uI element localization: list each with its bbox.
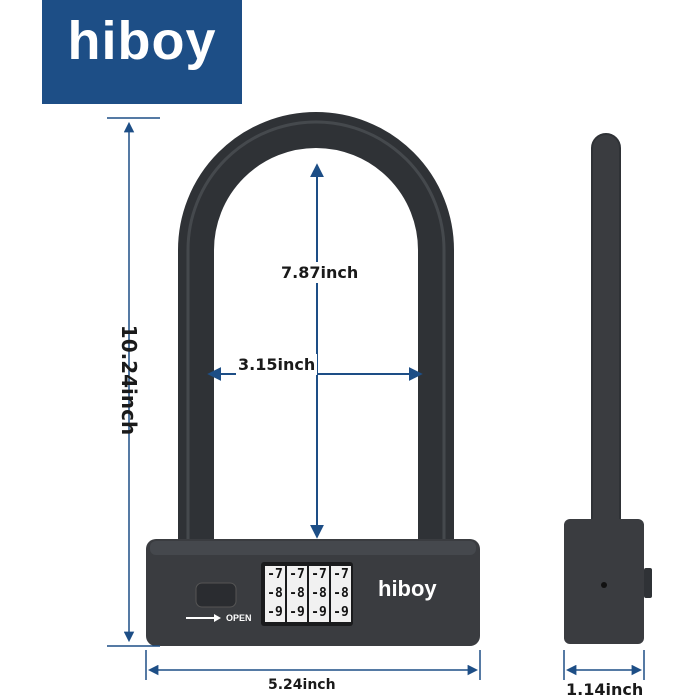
dial-digit: -7 — [333, 567, 349, 582]
dial-digit: -8 — [267, 586, 283, 601]
brand-logo-text: hiboy — [67, 11, 217, 71]
dial-digit: -7 — [311, 567, 327, 582]
side-hole — [601, 582, 607, 588]
front-lock-body-top — [150, 541, 476, 555]
body-width-label: 5.24inch — [268, 677, 336, 693]
dial-column[interactable]: -7 -8 -9 — [309, 566, 329, 622]
inner-width-label: 3.15inch — [236, 354, 318, 375]
dial-digit: -8 — [333, 586, 349, 601]
side-lock-body — [564, 519, 644, 644]
dial-column[interactable]: -7 -8 -9 — [287, 566, 307, 622]
side-depth-label: 1.14inch — [566, 680, 644, 699]
lock-brand-text: hiboy — [378, 576, 437, 601]
dial-digit: -8 — [289, 586, 305, 601]
dial-digit: -9 — [333, 605, 349, 620]
dial-digit: -9 — [289, 605, 305, 620]
open-label: OPEN — [226, 613, 252, 623]
dial-column[interactable]: -7 -8 -9 — [331, 566, 351, 622]
inner-height-label: 7.87inch — [279, 262, 361, 283]
brand-logo-badge: hiboy — [42, 0, 242, 104]
front-shackle — [178, 112, 454, 545]
dial-column[interactable]: -7 -8 -9 — [265, 566, 285, 622]
dial-digit: -7 — [289, 567, 305, 582]
side-shackle — [591, 133, 621, 530]
keyhole-cover — [195, 582, 237, 608]
dial-digit: -7 — [267, 567, 283, 582]
dial-digit: -8 — [311, 586, 327, 601]
front-shackle-highlight — [186, 120, 446, 545]
total-height-label: 10.24inch — [117, 324, 141, 436]
dial-digit: -9 — [267, 605, 283, 620]
dial-digit: -9 — [311, 605, 327, 620]
